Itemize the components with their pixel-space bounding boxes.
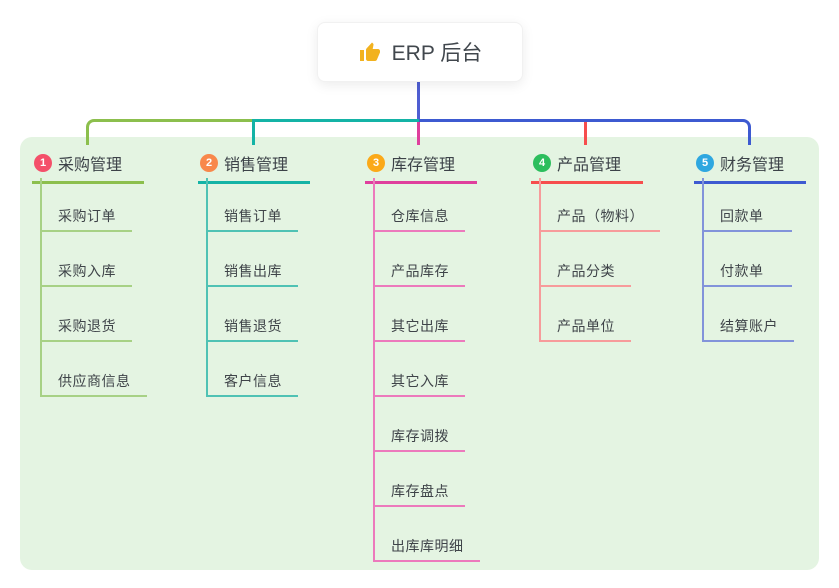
connector-branch-1 bbox=[86, 119, 252, 145]
root-connector bbox=[417, 82, 420, 122]
child-node[interactable]: 其它入库 bbox=[373, 367, 465, 397]
child-node[interactable]: 产品分类 bbox=[539, 257, 631, 287]
thumbs-up-icon bbox=[359, 42, 380, 61]
connector-drop-branch-4 bbox=[584, 122, 587, 145]
branch-header[interactable]: 1 采购管理 bbox=[32, 151, 144, 184]
child-node[interactable]: 销售订单 bbox=[206, 202, 298, 232]
branch-label: 采购管理 bbox=[58, 157, 123, 174]
child-node[interactable]: 销售退货 bbox=[206, 312, 298, 342]
branches-panel bbox=[20, 137, 819, 570]
child-node[interactable]: 回款单 bbox=[702, 202, 792, 232]
child-node[interactable]: 付款单 bbox=[702, 257, 792, 287]
branch-header[interactable]: 3 库存管理 bbox=[365, 151, 477, 184]
child-node[interactable]: 采购退货 bbox=[40, 312, 132, 342]
child-node[interactable]: 销售出库 bbox=[206, 257, 298, 287]
branch-header[interactable]: 5 财务管理 bbox=[694, 151, 806, 184]
branch-trunk-line bbox=[40, 178, 42, 397]
branch-trunk-line bbox=[702, 178, 704, 342]
branch-number-badge: 5 bbox=[696, 154, 714, 172]
child-node[interactable]: 仓库信息 bbox=[373, 202, 465, 232]
child-node[interactable]: 库存盘点 bbox=[373, 477, 465, 507]
branch-header[interactable]: 2 销售管理 bbox=[198, 151, 310, 184]
root-title: ERP 后台 bbox=[391, 42, 483, 65]
child-node[interactable]: 其它出库 bbox=[373, 312, 465, 342]
child-node[interactable]: 采购入库 bbox=[40, 257, 132, 287]
child-node[interactable]: 产品单位 bbox=[539, 312, 631, 342]
child-node[interactable]: 产品（物料） bbox=[539, 202, 660, 232]
child-node[interactable]: 客户信息 bbox=[206, 367, 298, 397]
branch-number-badge: 1 bbox=[34, 154, 52, 172]
connector-drop-branch-3 bbox=[417, 122, 420, 145]
connector-branch-2 bbox=[252, 119, 419, 122]
branch-label: 产品管理 bbox=[557, 157, 622, 174]
branch-number-badge: 3 bbox=[367, 154, 385, 172]
child-node[interactable]: 库存调拨 bbox=[373, 422, 465, 452]
connector-drop-branch-2 bbox=[252, 122, 255, 145]
branch-trunk-line bbox=[206, 178, 208, 397]
connector-branch-5 bbox=[419, 119, 751, 145]
branch-label: 财务管理 bbox=[720, 157, 785, 174]
branch-trunk-line bbox=[539, 178, 541, 342]
branch-trunk-line bbox=[373, 178, 375, 562]
branch-header[interactable]: 4 产品管理 bbox=[531, 151, 643, 184]
branch-label: 销售管理 bbox=[224, 157, 289, 174]
child-node[interactable]: 采购订单 bbox=[40, 202, 132, 232]
child-node[interactable]: 产品库存 bbox=[373, 257, 465, 287]
branch-label: 库存管理 bbox=[391, 157, 456, 174]
child-node[interactable]: 结算账户 bbox=[702, 312, 794, 342]
root-node[interactable]: ERP 后台 bbox=[317, 22, 523, 82]
branch-number-badge: 2 bbox=[200, 154, 218, 172]
branch-number-badge: 4 bbox=[533, 154, 551, 172]
child-node[interactable]: 供应商信息 bbox=[40, 367, 147, 397]
child-node[interactable]: 出库库明细 bbox=[373, 532, 480, 562]
